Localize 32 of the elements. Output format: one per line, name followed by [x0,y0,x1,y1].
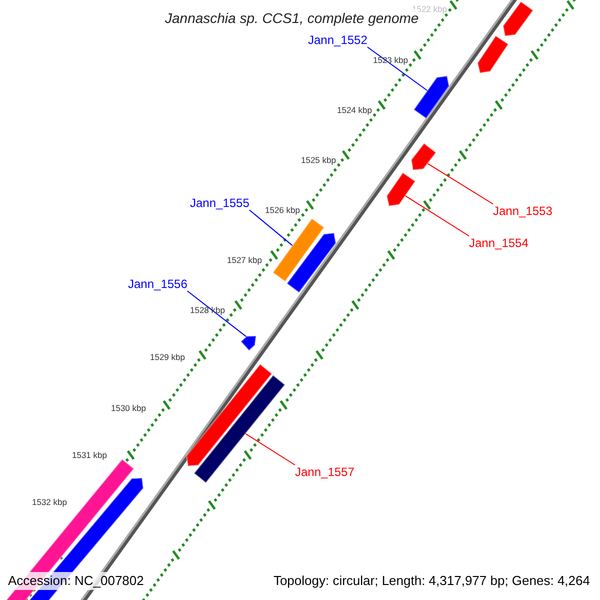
scale-label: 1526 kbp [265,205,300,215]
scale-label: 1531 kbp [72,450,107,460]
leader-line [248,210,294,247]
gene-label: Jann_1556 [128,277,188,291]
gene-label: Jann_1554 [469,236,528,250]
scale-label: 1532 kbp [32,497,67,507]
leader-line [244,432,296,466]
leader-line [404,194,470,236]
scale-label: 1525 kbp [301,155,336,165]
scale-label: 1524 kbp [337,105,372,115]
scale-label: 1522 kbp [412,4,447,14]
gene-block [272,218,325,282]
leader-line [186,290,248,338]
scale-label: 1530 kbp [111,403,146,413]
leader-line [426,162,494,204]
gene-block [186,364,272,466]
scale-label: 1527 kbp [227,255,262,265]
scale-label: 1528 kbp [190,305,225,315]
gene-label: Jann_1557 [295,465,354,479]
gene-block [240,336,256,351]
gene-block [477,35,509,73]
gene-block [411,143,436,170]
gene-block [194,375,285,483]
gene-block [386,172,416,206]
gene-label: Jann_1552 [308,33,368,47]
leader-line [366,46,429,92]
gene-block [413,76,450,119]
scale-label: 1529 kbp [150,352,185,362]
gene-label: Jann_1555 [190,196,250,210]
gene-block [503,1,534,36]
gene-block [286,233,336,293]
gene-label: Jann_1553 [493,204,552,218]
